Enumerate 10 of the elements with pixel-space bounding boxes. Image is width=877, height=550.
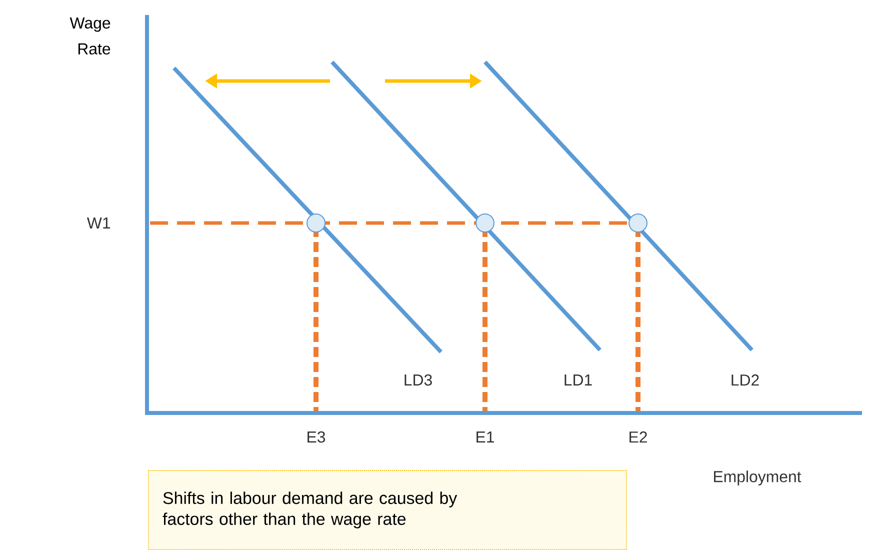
axis-label: LD2 <box>732 374 759 386</box>
axis-label: E1 <box>476 432 494 442</box>
axis-label: LD1 <box>564 374 592 386</box>
note-box: Shifts in labour demand are caused by factors other than the wage rate <box>148 470 627 550</box>
axis-label: E3 <box>308 431 326 443</box>
axis-label: W1 <box>86 218 110 228</box>
axis-label: LD3 <box>404 374 432 386</box>
axis-label: Wage Rate <box>70 17 110 54</box>
axis-label: E2 <box>630 431 647 443</box>
axis-label: Employment <box>714 470 802 486</box>
